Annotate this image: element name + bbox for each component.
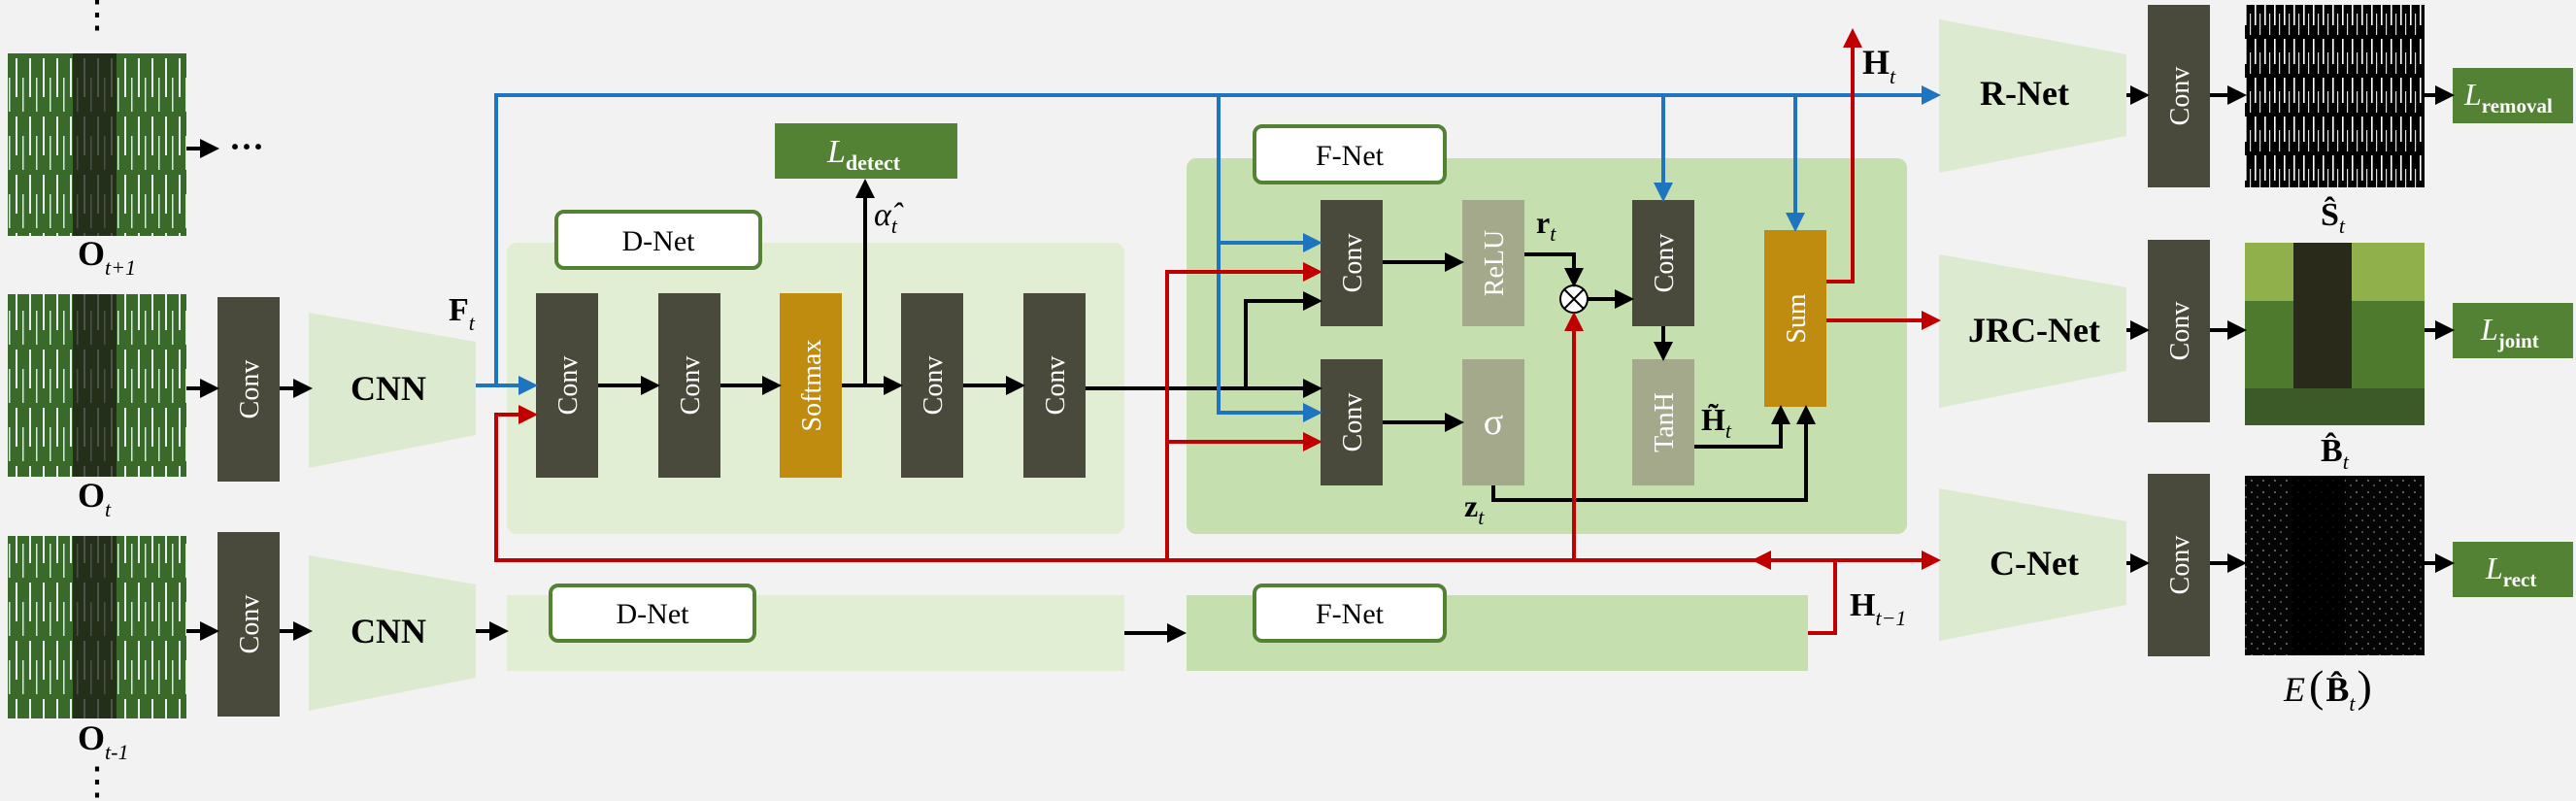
text-conv-input-cur: Conv — [235, 360, 265, 419]
fnet-header-box-prev — [1253, 584, 1447, 643]
conv-block-input-cur — [217, 297, 280, 482]
cnn-trapezoid-bottom — [309, 555, 476, 711]
background-image — [2245, 243, 2425, 425]
dnet-header-box — [554, 210, 762, 270]
arrow-dnet-fnet-conv-top — [1244, 291, 1322, 388]
arrow-tanh-sum — [1694, 405, 1790, 449]
arrow-feature-rnet — [494, 85, 1941, 385]
text-fnet-tanh: TanH — [1650, 392, 1680, 452]
label-b-hat: B̂t — [2321, 432, 2350, 474]
fnet-sum — [1764, 230, 1826, 407]
label-s-hat: Ŝt — [2321, 196, 2346, 238]
jrcnet-trapezoid — [1939, 254, 2126, 408]
label-cnn-bottom: CNN — [351, 612, 426, 651]
fnet-conv-top — [1321, 200, 1383, 326]
text-dnet-softmax: Softmax — [797, 340, 827, 432]
arrow-hprev-feedback — [1808, 551, 1941, 635]
text-conv-jrcnet: Conv — [2165, 302, 2195, 361]
arrow-feature-fconv-bottom — [1217, 243, 1322, 422]
ellipsis: ··· — [229, 127, 264, 166]
conv-block-input-prev — [217, 532, 280, 717]
conv-block-jrcnet — [2148, 240, 2210, 422]
text-dnet-conv-3: Conv — [919, 356, 949, 416]
text-loss-removal: Lremoval — [2463, 77, 2553, 117]
arrow-relu-multiply — [1524, 252, 1584, 287]
fnet-sigma — [1462, 359, 1524, 485]
label-h-t: Ht — [1862, 43, 1896, 88]
text-conv-rnet: Conv — [2165, 67, 2195, 126]
dnet-conv-3 — [901, 293, 963, 478]
frame-next-image — [8, 53, 186, 236]
text-dnet-conv-1: Conv — [553, 356, 584, 416]
arrow-hprev-dnet — [494, 405, 1756, 562]
label-r: rt — [1536, 205, 1556, 246]
conv-block-cnet — [2148, 474, 2210, 656]
text-dnet-conv-4: Conv — [1041, 356, 1071, 416]
label-rnet: R-Net — [1980, 74, 2069, 113]
text-conv-input-prev: Conv — [235, 595, 265, 654]
label-frame-next: Ot+1 — [78, 234, 136, 280]
text-fnet-conv-mid: Conv — [1650, 234, 1680, 293]
dnet-softmax — [780, 293, 842, 478]
arrow-sum-ht-up — [1826, 28, 1862, 284]
arrow-hprev-fconv-top — [1165, 262, 1322, 560]
label-z: zt — [1464, 488, 1485, 529]
label-alpha: α̂t — [874, 197, 904, 238]
label-cnet: C-Net — [1990, 544, 2079, 583]
frame-current-image — [8, 294, 186, 477]
cnn-trapezoid-top — [309, 313, 476, 468]
text-fnet-sum: Sum — [1782, 293, 1812, 344]
edge-image — [2245, 476, 2425, 655]
label-jrcnet: JRC-Net — [1968, 311, 2100, 350]
text-fnet-conv-top: Conv — [1338, 234, 1368, 293]
fnet-conv-mid — [1632, 200, 1694, 326]
dots-bottom: ⋮ — [78, 759, 117, 801]
loss-removal-box — [2453, 68, 2573, 123]
label-fnet-prev: F-Net — [1316, 598, 1385, 630]
loss-detect-box — [775, 123, 957, 179]
fnet-relu — [1462, 200, 1524, 326]
text-loss-rect: Lrect — [2485, 551, 2536, 591]
text-loss-joint: Ljoint — [2480, 312, 2539, 352]
dots-top: ⋮ — [78, 0, 117, 36]
label-frame-prev: Ot-1 — [78, 718, 128, 764]
label-dnet-prev: D-Net — [617, 598, 690, 630]
rnet-trapezoid — [1939, 19, 2126, 173]
text-fnet-relu: ReLU — [1480, 230, 1510, 296]
dnet-header-box-prev — [549, 584, 756, 643]
arrow-z-sum — [1491, 405, 1816, 502]
label-fnet: F-Net — [1316, 140, 1385, 172]
loss-joint-box — [2453, 303, 2573, 358]
text-loss-detect: Ldetect — [826, 134, 901, 175]
text-fnet-conv-bottom: Conv — [1338, 393, 1368, 452]
label-feature: Ft — [449, 292, 476, 335]
fnet-header-box — [1253, 124, 1447, 184]
loss-rect-box — [2453, 542, 2573, 597]
label-dnet: D-Net — [622, 225, 696, 257]
text-dnet-conv-2: Conv — [676, 356, 706, 416]
label-h-tilde: H̃t — [1701, 402, 1732, 443]
label-cnn-top: CNN — [351, 369, 426, 408]
label-frame-cur: Ot — [78, 476, 112, 521]
label-e-b: E(B̂t) — [2283, 661, 2372, 716]
frame-prev-image — [8, 536, 186, 718]
rain-streak-image — [2245, 5, 2425, 187]
text-conv-cnet: Conv — [2165, 536, 2195, 595]
dnet-conv-4 — [1023, 293, 1086, 478]
text-fnet-sigma: σ — [1484, 402, 1503, 443]
conv-block-rnet — [2148, 5, 2210, 187]
fnet-tanh — [1632, 359, 1694, 485]
cnet-trapezoid — [1939, 488, 2126, 641]
label-h-prev: Ht−1 — [1850, 587, 1906, 630]
fnet-conv-bottom — [1321, 359, 1383, 485]
dnet-conv-1 — [536, 293, 598, 478]
dnet-conv-2 — [658, 293, 720, 478]
